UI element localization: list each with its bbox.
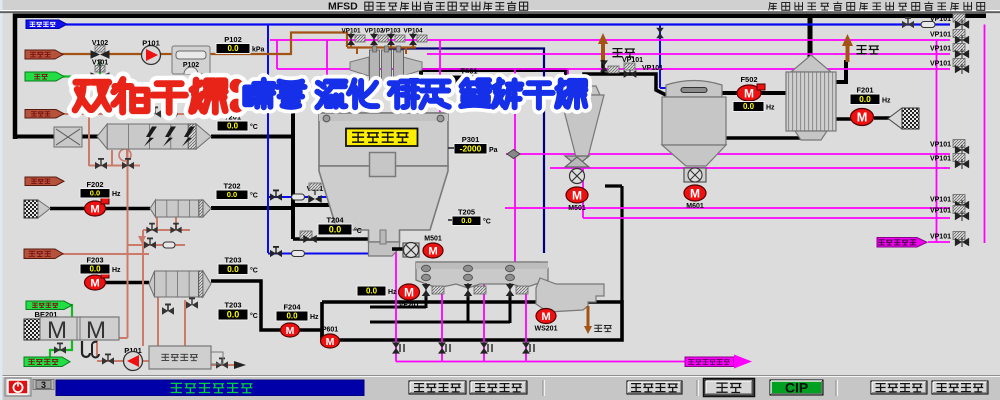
svg-text:°C: °C [250,267,258,275]
svg-text:°C: °C [250,123,258,131]
svg-text:VP101: VP101 [622,57,643,64]
svg-text:Hz: Hz [766,105,775,112]
svg-text:CIP: CIP [785,380,808,396]
svg-text:P102: P102 [183,62,199,69]
svg-text:0.0: 0.0 [461,216,471,225]
svg-text:Pa: Pa [489,147,498,154]
svg-text:T601: T601 [460,67,477,76]
svg-text:M501: M501 [568,205,586,212]
svg-text:VP101: VP101 [930,46,951,53]
svg-text:M: M [404,285,414,299]
svg-text:0.0: 0.0 [89,265,101,274]
svg-text:BE201: BE201 [35,310,58,319]
svg-text:Hz: Hz [388,289,397,296]
svg-text:Hz: Hz [112,267,121,274]
svg-text:0.0: 0.0 [90,189,100,198]
svg-text:M: M [90,278,99,290]
svg-text:VP103: VP103 [382,28,401,35]
svg-text:VP101: VP101 [930,156,951,163]
svg-text:M: M [744,86,754,100]
svg-text:T201: T201 [224,113,241,122]
svg-text:M: M [428,246,437,258]
svg-text:WS201: WS201 [535,326,558,333]
svg-text:-2000: -2000 [460,144,482,154]
svg-text:F202: F202 [86,180,103,189]
svg-text:M: M [47,317,67,344]
svg-text:VP101: VP101 [342,28,361,35]
svg-text:MFSD: MFSD [328,1,358,13]
svg-text:VP101: VP101 [930,32,951,39]
svg-text:F204: F204 [283,303,301,312]
svg-text:P301: P301 [462,135,480,144]
svg-text:M: M [326,336,335,348]
svg-text:0.0: 0.0 [227,190,237,199]
svg-text:M: M [690,186,700,200]
svg-text:F201: F201 [856,86,873,95]
svg-text:°C: °C [483,218,491,226]
svg-text:VP101: VP101 [930,142,951,149]
svg-text:T202: T202 [223,182,240,191]
svg-text:V102: V102 [92,40,108,47]
svg-text:F502: F502 [740,75,757,84]
svg-text:Hz: Hz [112,191,121,198]
svg-text:M: M [541,311,550,323]
svg-text:P102: P102 [224,35,242,44]
svg-text:M: M [857,110,868,125]
svg-text:VP101: VP101 [930,61,951,68]
svg-text:VP102: VP102 [365,28,384,35]
svg-text:VP101: VP101 [930,197,951,204]
svg-text:0.0: 0.0 [227,44,239,53]
svg-text:0.0: 0.0 [329,225,342,235]
svg-text:VP101: VP101 [930,16,951,23]
svg-text:M: M [90,204,99,216]
svg-text:VP101: VP101 [642,65,663,72]
svg-text:kPa: kPa [252,47,265,54]
svg-text:0.0: 0.0 [227,310,240,320]
svg-text:0.0: 0.0 [366,287,378,296]
svg-text:0.0: 0.0 [286,312,298,321]
svg-text:0.0: 0.0 [859,94,871,104]
svg-text:M501: M501 [424,236,442,243]
svg-text:T203: T203 [224,256,241,265]
svg-text:0.0: 0.0 [743,102,755,111]
svg-text:F203: F203 [86,256,103,265]
svg-text:0.0: 0.0 [227,122,239,131]
svg-text:T203: T203 [224,301,241,310]
svg-text:M: M [572,188,582,202]
svg-text:P101: P101 [124,346,142,355]
svg-text:°C: °C [250,312,258,320]
svg-text:P601: P601 [322,327,338,334]
svg-text:T205: T205 [458,208,475,217]
svg-text:M: M [86,317,106,344]
svg-text:Hz: Hz [882,98,891,105]
svg-text:P101: P101 [142,39,160,48]
svg-text:T204: T204 [326,216,344,225]
svg-text:VP104: VP104 [404,28,423,35]
svg-text:M: M [286,325,295,337]
svg-text:VP101: VP101 [930,234,951,241]
svg-text:VF201: VF201 [399,302,420,309]
svg-text:M601: M601 [686,203,704,210]
svg-text:Hz: Hz [310,314,319,321]
svg-text:3: 3 [41,380,46,390]
svg-text:0.0: 0.0 [227,264,239,274]
svg-text:°C: °C [250,192,258,200]
svg-text:VP101: VP101 [930,208,951,215]
svg-text:°C: °C [354,227,362,235]
